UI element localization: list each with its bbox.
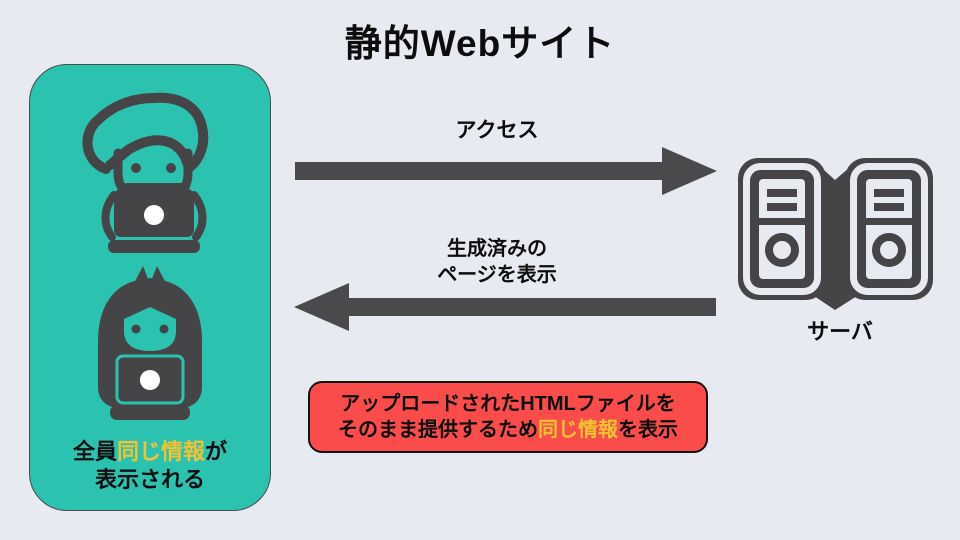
- response-label-line2: ページを表示: [437, 264, 557, 286]
- response-arrow-label: 生成済みの ページを表示: [377, 236, 617, 288]
- server-label: サーバ: [807, 319, 873, 344]
- note-line2: そのまま提供するため同じ情報を表示: [338, 417, 678, 443]
- user-girl-icon: [98, 266, 202, 420]
- note-line2-suffix: を表示: [618, 419, 678, 441]
- server-icon: [738, 158, 933, 310]
- users-panel: 全員同じ情報が 表示される: [29, 64, 271, 511]
- request-arrow-icon: [295, 147, 717, 195]
- note-line2-prefix: そのまま提供するため: [338, 419, 538, 441]
- user-woman-icon: [82, 92, 209, 253]
- panel-caption-line1: 全員同じ情報が: [30, 438, 270, 466]
- note-line2-highlight: 同じ情報: [538, 419, 618, 441]
- caption-prefix: 全員: [72, 438, 117, 464]
- caption-suffix: が: [205, 438, 228, 464]
- note-box: アップロードされたHTMLファイルを そのまま提供するため同じ情報を表示: [308, 381, 708, 453]
- note-line1: アップロードされたHTMLファイルを: [340, 392, 676, 415]
- diagram-title: 静的Webサイト: [344, 23, 616, 64]
- response-arrow-icon: [294, 283, 716, 331]
- panel-caption: 全員同じ情報が 表示される: [30, 438, 270, 494]
- request-arrow-label: アクセス: [455, 119, 539, 142]
- response-label-line1: 生成済みの: [447, 238, 547, 260]
- caption-highlight: 同じ情報: [116, 438, 205, 464]
- panel-caption-line2: 表示される: [94, 466, 205, 492]
